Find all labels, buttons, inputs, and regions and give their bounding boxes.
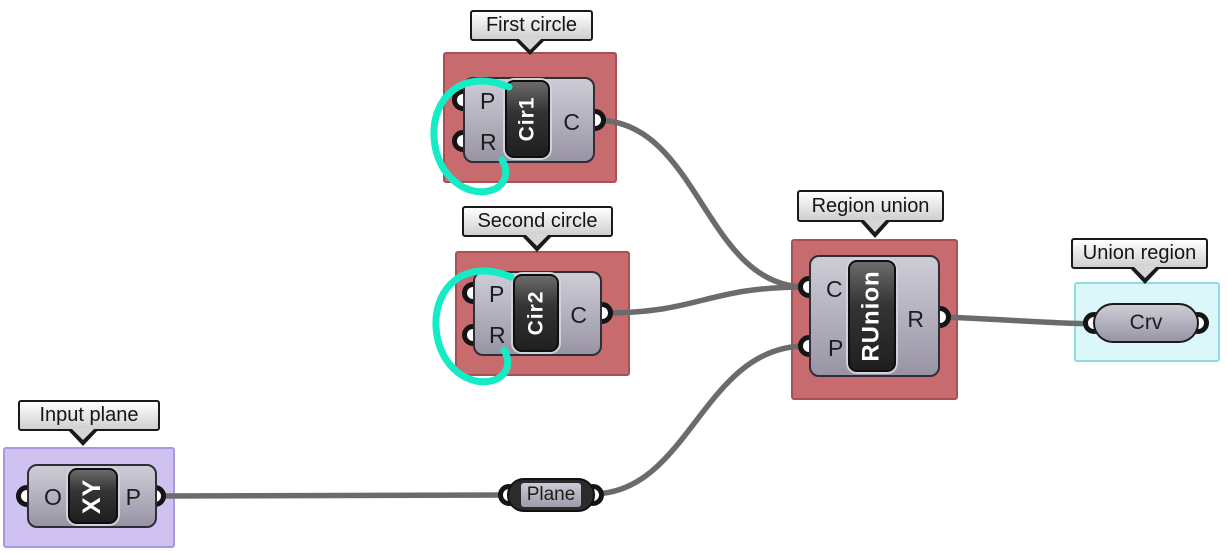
- wire-circle2-to-runion[interactable]: [600, 284, 809, 316]
- bubble-region-union-text: Region union: [811, 194, 930, 217]
- wire-runion-to-crv[interactable]: [938, 314, 1098, 327]
- bubble-first-circle[interactable]: First circle: [470, 10, 593, 41]
- xy-icon[interactable]: XY: [68, 468, 118, 524]
- bubble-input-plane[interactable]: Input plane: [18, 400, 160, 431]
- xy-port-label-p: P: [125, 484, 141, 510]
- wire-xy-to-plane-relay[interactable]: [152, 492, 513, 499]
- bubble-first-circle-text: First circle: [485, 14, 578, 36]
- bubble-second-circle[interactable]: Second circle: [462, 206, 613, 237]
- circle1-icon-label: Cir1: [515, 96, 539, 142]
- bubble-union-region[interactable]: Union region: [1071, 238, 1208, 269]
- runion-port-label-c: C: [826, 276, 843, 302]
- bubble-region-union[interactable]: Region union: [797, 190, 944, 222]
- bubble-union-region-text: Union region: [1082, 242, 1197, 264]
- circle1-port-label-r: R: [480, 129, 497, 155]
- runion-port-label-r: R: [907, 306, 924, 332]
- xy-icon-label: XY: [78, 478, 107, 514]
- component-circle-1[interactable]: P R C Cir1: [463, 77, 595, 163]
- plane-relay-body: Plane: [521, 483, 581, 507]
- circle1-port-label-c: C: [563, 109, 580, 135]
- plane-relay-label: Plane: [526, 484, 576, 505]
- circle1-icon[interactable]: Cir1: [505, 80, 550, 158]
- circle2-port-label-p: P: [489, 281, 505, 307]
- circle2-port-label-r: R: [489, 322, 506, 348]
- xy-port-label-o: O: [44, 484, 62, 510]
- component-region-union[interactable]: C P R RUnion: [809, 255, 940, 377]
- circle2-icon-label: Cir2: [524, 290, 548, 336]
- component-circle-2[interactable]: P R C Cir2: [473, 271, 602, 356]
- runion-port-label-p: P: [828, 335, 844, 361]
- circle2-port-label-c: C: [570, 302, 587, 328]
- bubble-input-plane-text: Input plane: [39, 404, 139, 426]
- circle2-icon[interactable]: Cir2: [513, 274, 559, 352]
- circle1-port-label-p: P: [480, 88, 496, 114]
- runion-icon[interactable]: RUnion: [848, 260, 896, 372]
- wire-circle1-to-runion[interactable]: [593, 117, 809, 290]
- wire-plane-relay-to-runion[interactable]: [589, 343, 809, 497]
- param-crv[interactable]: Crv: [1093, 303, 1199, 343]
- component-xy-plane[interactable]: O P XY: [27, 464, 157, 528]
- bubble-second-circle-text: Second circle: [477, 210, 598, 232]
- runion-icon-label: RUnion: [858, 270, 885, 362]
- crv-label: Crv: [1129, 311, 1163, 334]
- relay-plane[interactable]: Plane: [507, 478, 595, 512]
